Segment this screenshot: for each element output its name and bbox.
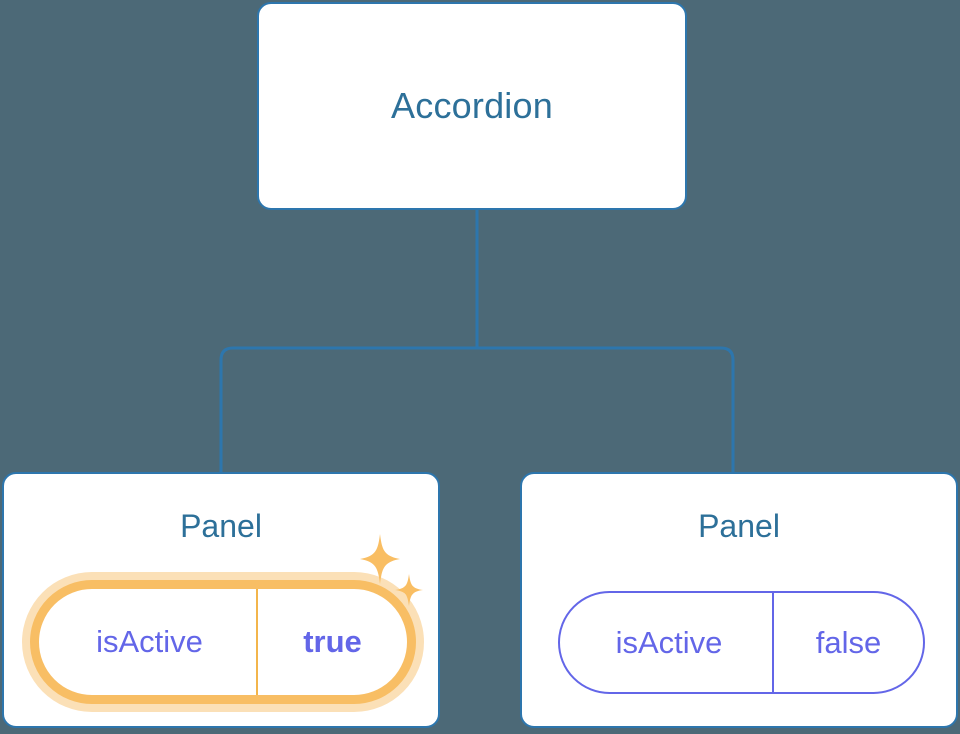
node-card-accordion[interactable]: Accordion	[257, 2, 687, 210]
prop-value-1: false	[815, 624, 882, 660]
node-card-panel-1[interactable]: Panel isActive false	[520, 472, 958, 728]
prop-pill-wrapper-0: isActive true	[30, 580, 416, 704]
node-title-panel-0: Panel	[180, 508, 262, 544]
node-title-panel-1: Panel	[698, 508, 780, 544]
node-title-accordion: Accordion	[391, 85, 553, 126]
prop-pill-isactive-false[interactable]: isActive false	[558, 591, 925, 694]
prop-key-1: isActive	[560, 593, 774, 692]
prop-pill-isactive-true[interactable]: isActive true	[30, 580, 416, 704]
connector-child-bus	[219, 346, 735, 472]
prop-value-0: true	[303, 624, 362, 659]
prop-key-0: isActive	[39, 589, 258, 695]
node-card-panel-0[interactable]: Panel isActive true	[2, 472, 440, 728]
